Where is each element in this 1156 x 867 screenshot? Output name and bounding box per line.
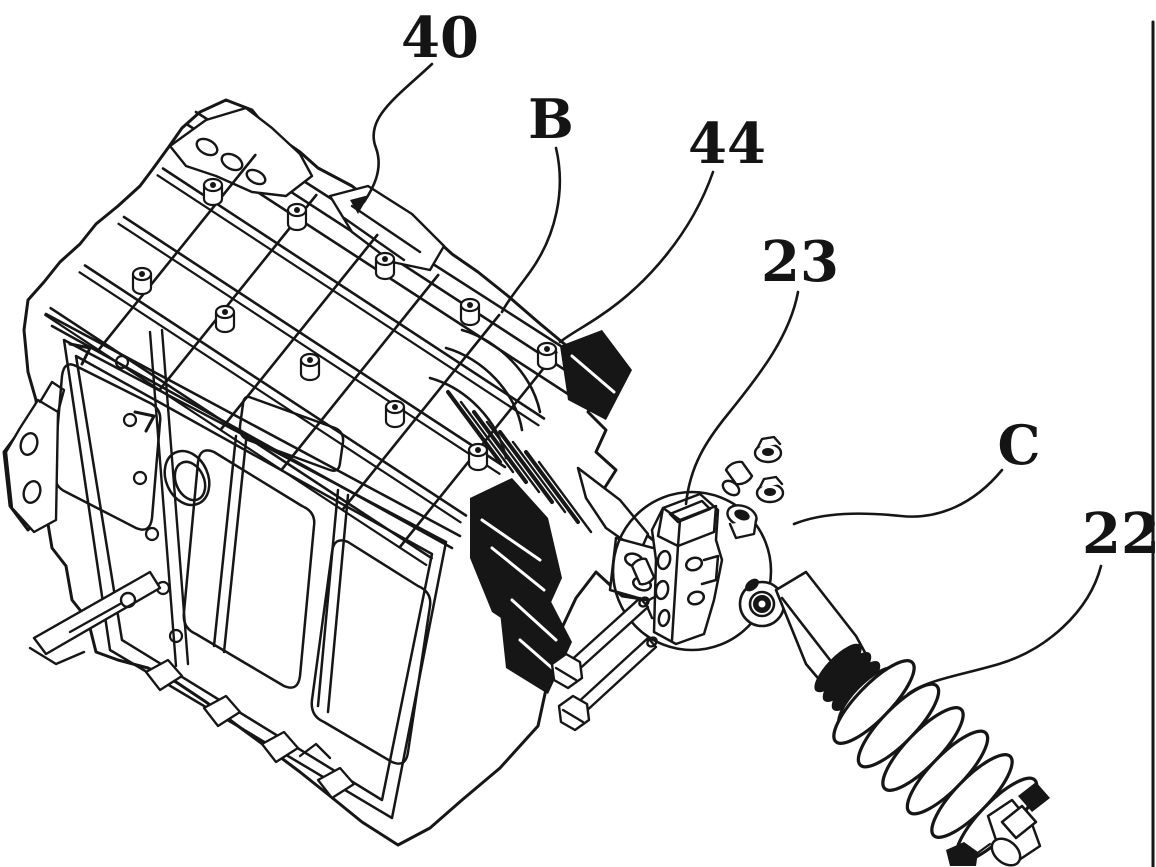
flanged-bushing: [724, 501, 759, 538]
grid-line: [282, 275, 438, 469]
leader-44: [560, 172, 713, 342]
rib-line: [500, 432, 552, 502]
front-panel-face: [54, 340, 446, 818]
lower-stud: [1002, 806, 1036, 838]
boss: [386, 401, 404, 427]
leader-22: [908, 566, 1101, 694]
grid-line: [99, 155, 255, 349]
rib-line: [513, 442, 565, 512]
leader-23: [686, 292, 798, 504]
exploded-fasteners: [552, 437, 783, 730]
leader-C: [794, 470, 1002, 524]
grid-line: [85, 266, 466, 516]
flange-nut: [755, 437, 781, 462]
boss: [216, 306, 234, 332]
side-rib-arcs: [430, 330, 540, 458]
panel-cutout: [54, 364, 160, 529]
boss: [133, 268, 151, 294]
label-22: 22: [1082, 501, 1156, 567]
rib-line: [448, 392, 500, 462]
rib-line: [526, 452, 578, 522]
rib-line: [487, 422, 539, 492]
boss: [288, 204, 306, 230]
shock-lower-end: [946, 782, 1050, 867]
boss: [469, 444, 487, 470]
rib-line: [539, 462, 591, 532]
shock-top-eye: [740, 578, 784, 626]
panel-oval-hole: [156, 444, 217, 512]
housing-silhouette: [4, 100, 668, 845]
panel-cutout: [184, 450, 315, 687]
reference-labels: 40 B 44 23 C 22: [401, 5, 1156, 567]
bottom-edge-tabs: [146, 660, 354, 798]
hex-bolt: [559, 636, 658, 730]
main-housing: [4, 100, 668, 845]
boss: [376, 253, 394, 279]
leader-40-arrowhead: [350, 195, 369, 214]
spacer-bushing: [720, 462, 752, 498]
hex-bolt: [552, 596, 650, 688]
grid-line: [80, 272, 461, 522]
grid-bosses: [133, 179, 556, 470]
datum-mark: [70, 344, 90, 364]
flange-nut: [757, 477, 783, 502]
label-23: 23: [761, 229, 839, 295]
rib-line: [461, 402, 513, 472]
grid-line: [124, 217, 505, 467]
shock-collar: [814, 643, 881, 711]
left-flange-bracket: [6, 382, 64, 532]
label-C: C: [998, 413, 1041, 477]
grid-line: [119, 224, 500, 474]
leader-B: [502, 148, 560, 312]
boss: [538, 343, 556, 369]
leader-40: [364, 64, 432, 202]
detail-circle: [613, 492, 771, 650]
label-40: 40: [401, 5, 479, 71]
grid-line: [163, 169, 544, 419]
grid-line: [158, 175, 539, 425]
side-ribs: [448, 392, 591, 532]
label-44: 44: [688, 111, 766, 177]
shock-absorber-22: [740, 572, 1050, 867]
label-B: B: [528, 87, 574, 151]
bottom-left-brace: [30, 572, 160, 664]
boss: [301, 354, 319, 380]
rib-line: [474, 412, 526, 482]
rim-bracket-left: [170, 108, 312, 196]
datum-mark: [135, 412, 154, 431]
boss: [204, 179, 222, 205]
leader-lines: [350, 64, 1101, 694]
mounting-bracket-23: [652, 494, 722, 644]
left-rail-bolts: [116, 330, 188, 666]
panel-slot: [240, 397, 343, 471]
boss: [461, 299, 479, 325]
grid-line: [343, 315, 499, 509]
